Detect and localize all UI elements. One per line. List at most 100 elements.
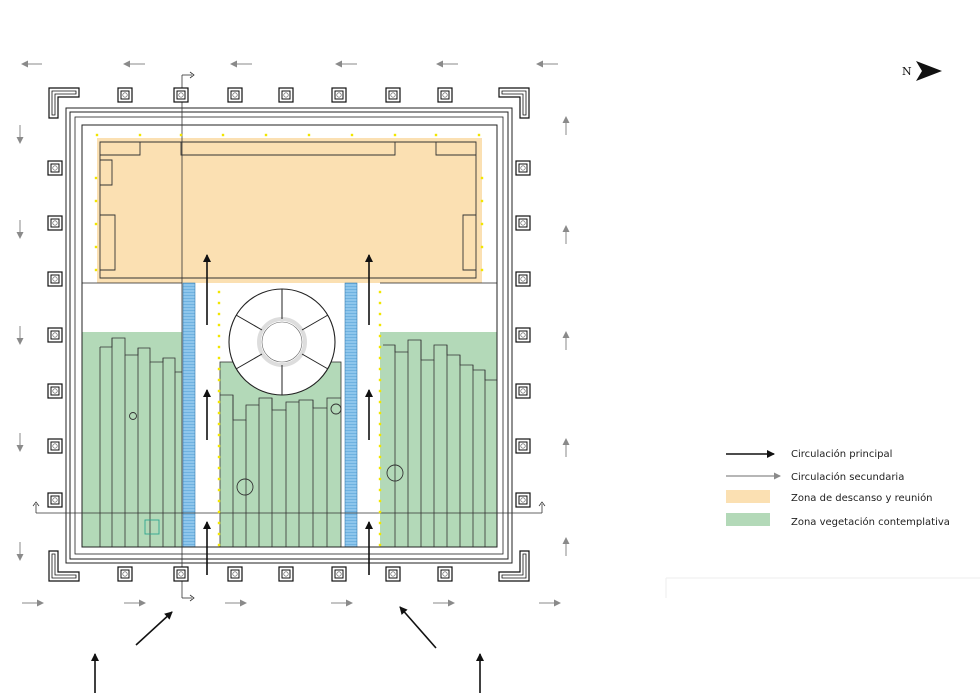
light-dot bbox=[95, 133, 99, 137]
light-dot bbox=[378, 477, 382, 481]
light-dot bbox=[221, 133, 225, 137]
legend: Circulación principal Circulación secund… bbox=[665, 448, 980, 598]
column-icon bbox=[331, 87, 347, 103]
light-dot bbox=[378, 323, 382, 327]
column-icon bbox=[385, 566, 401, 582]
light-dot bbox=[94, 222, 98, 226]
light-dot bbox=[217, 312, 221, 316]
north-label: N bbox=[902, 65, 912, 78]
zona-vegetacion-right bbox=[380, 332, 497, 547]
column-icon bbox=[385, 87, 401, 103]
column-icon bbox=[47, 160, 63, 176]
light-dot bbox=[217, 290, 221, 294]
light-dot bbox=[378, 521, 382, 525]
light-dot bbox=[378, 444, 382, 448]
light-dot bbox=[378, 334, 382, 338]
legend-vegetacion-swatch bbox=[726, 513, 770, 526]
column-icon bbox=[47, 327, 63, 343]
column-icon bbox=[227, 87, 243, 103]
tree-icon bbox=[386, 464, 404, 482]
light-dot bbox=[217, 400, 221, 404]
column-icon bbox=[515, 160, 531, 176]
light-dot bbox=[477, 133, 481, 137]
corner-column-icon bbox=[498, 550, 530, 582]
light-dot bbox=[217, 422, 221, 426]
perimeter-walls bbox=[65, 107, 513, 564]
column-icon bbox=[278, 566, 294, 582]
corner-column-icon bbox=[48, 87, 80, 119]
fountain-icon bbox=[228, 288, 336, 396]
column-icon bbox=[117, 566, 133, 582]
light-dot bbox=[378, 345, 382, 349]
light-dot bbox=[393, 133, 397, 137]
light-dot bbox=[378, 543, 382, 547]
light-dot bbox=[378, 356, 382, 360]
light-dot bbox=[217, 488, 221, 492]
light-dot bbox=[217, 521, 221, 525]
light-dot bbox=[217, 411, 221, 415]
light-dot bbox=[264, 133, 268, 137]
light-dot bbox=[480, 245, 484, 249]
light-dot bbox=[217, 455, 221, 459]
section-lines bbox=[32, 71, 546, 602]
light-dot bbox=[217, 356, 221, 360]
light-dot bbox=[480, 268, 484, 272]
column-icon bbox=[47, 383, 63, 399]
legend-descanso-swatch bbox=[726, 490, 770, 503]
light-dot bbox=[94, 199, 98, 203]
main-arrow-icon bbox=[399, 606, 437, 649]
light-dot bbox=[378, 488, 382, 492]
column-icon bbox=[117, 87, 133, 103]
column-icon bbox=[515, 383, 531, 399]
north-indicator: N bbox=[902, 61, 942, 81]
column-icon bbox=[437, 87, 453, 103]
light-dot bbox=[378, 422, 382, 426]
light-dot bbox=[378, 301, 382, 305]
light-dot bbox=[378, 378, 382, 382]
light-dot bbox=[378, 466, 382, 470]
column-icon bbox=[47, 271, 63, 287]
legend-principal-label: Circulación principal bbox=[791, 448, 892, 460]
light-dot bbox=[217, 543, 221, 547]
corner-column-icon bbox=[498, 87, 530, 119]
light-dot bbox=[480, 222, 484, 226]
light-dot bbox=[94, 268, 98, 272]
legend-vegetacion-label: Zona vegetación contemplativa bbox=[791, 516, 950, 528]
column-icon bbox=[515, 215, 531, 231]
light-dot bbox=[217, 532, 221, 536]
rest-zone-outline bbox=[99, 141, 477, 279]
light-dot bbox=[217, 301, 221, 305]
column-icon bbox=[173, 566, 189, 582]
column-icon bbox=[331, 566, 347, 582]
light-dot bbox=[217, 323, 221, 327]
main-arrow-icon bbox=[135, 611, 173, 646]
legend-descanso-label: Zona de descanso y reunión bbox=[791, 492, 933, 504]
light-dot bbox=[378, 411, 382, 415]
light-dot bbox=[480, 176, 484, 180]
legend-secundaria-label: Circulación secundaria bbox=[791, 471, 904, 483]
light-dot bbox=[217, 345, 221, 349]
tree-icon bbox=[330, 403, 342, 415]
column-icon bbox=[278, 87, 294, 103]
column-icon bbox=[47, 492, 63, 508]
column-icon bbox=[437, 566, 453, 582]
column-icon bbox=[173, 87, 189, 103]
light-dot bbox=[217, 378, 221, 382]
light-dot bbox=[179, 133, 183, 137]
column-icon bbox=[47, 215, 63, 231]
light-dot bbox=[378, 455, 382, 459]
columns bbox=[47, 87, 531, 582]
light-dot bbox=[378, 290, 382, 294]
column-icon bbox=[515, 492, 531, 508]
water-channels bbox=[182, 282, 358, 548]
light-dot bbox=[217, 444, 221, 448]
light-dot bbox=[138, 133, 142, 137]
zones bbox=[82, 138, 497, 547]
trees bbox=[129, 403, 404, 535]
light-dot bbox=[94, 245, 98, 249]
light-dot bbox=[378, 389, 382, 393]
light-dot bbox=[378, 367, 382, 371]
light-dot bbox=[217, 433, 221, 437]
zona-vegetacion-left bbox=[82, 332, 182, 547]
